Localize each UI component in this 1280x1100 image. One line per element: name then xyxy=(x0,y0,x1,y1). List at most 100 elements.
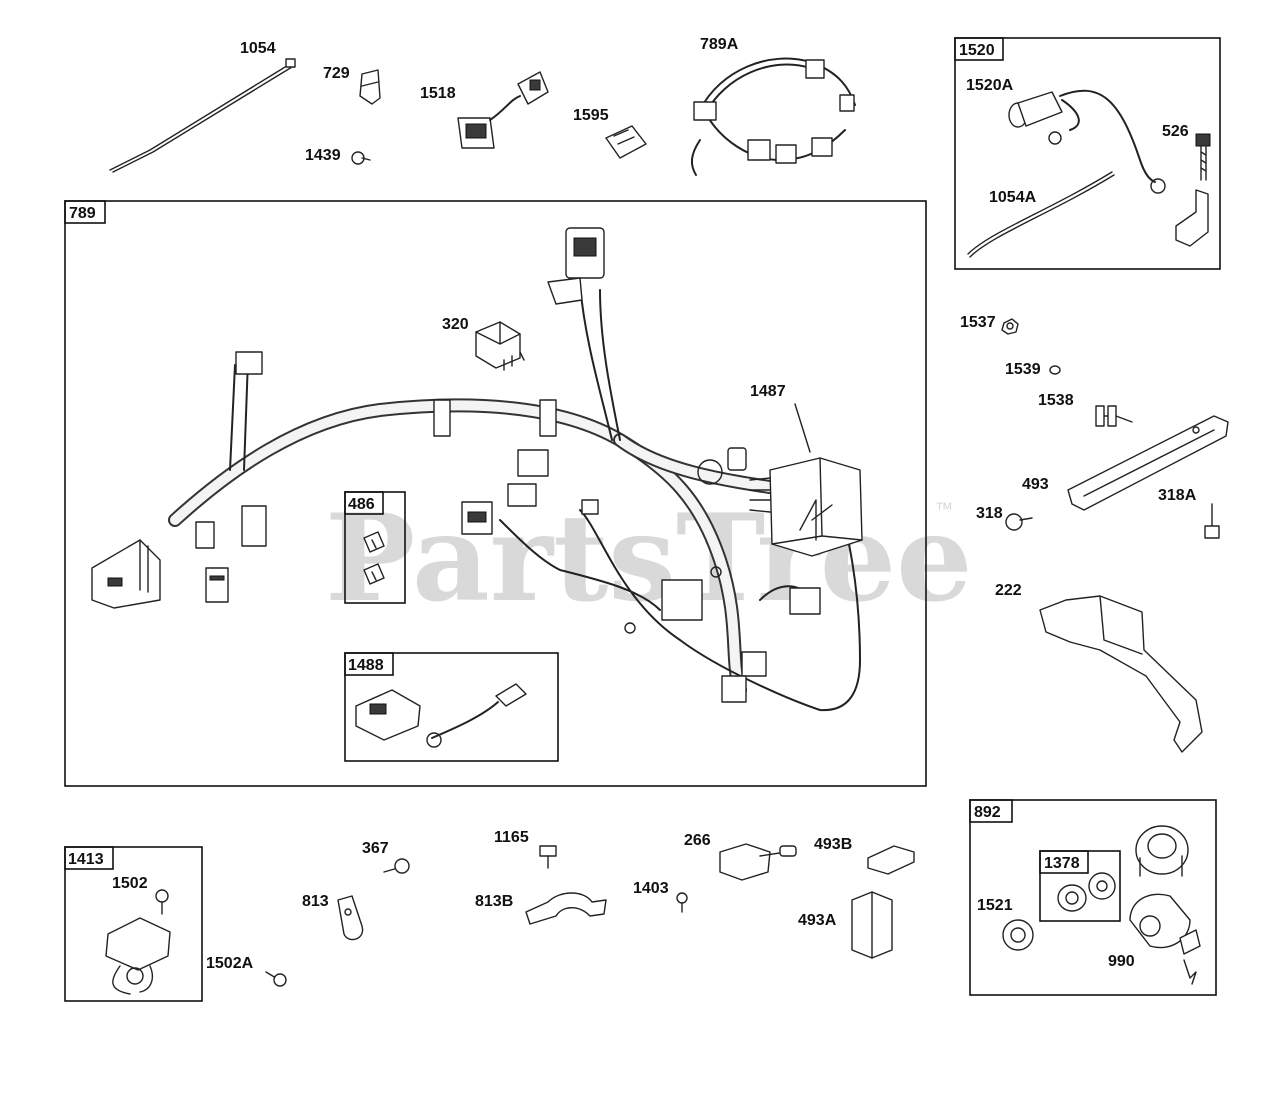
bracket-493A-icon[interactable] xyxy=(851,891,893,959)
part-label-1165[interactable]: 1165 xyxy=(494,829,529,846)
part-label-266[interactable]: 266 xyxy=(684,832,711,849)
sensor-1520A-icon[interactable] xyxy=(1008,89,1166,194)
box-892-label[interactable]: 892 xyxy=(974,804,1001,821)
fuses-486-icon[interactable] xyxy=(363,531,385,585)
part-label-367[interactable]: 367 xyxy=(362,840,389,857)
key-990-icon[interactable] xyxy=(1129,893,1201,985)
part-label-1439[interactable]: 1439 xyxy=(305,147,341,164)
connector-large-left-icon[interactable] xyxy=(91,539,161,609)
screw-367-icon[interactable] xyxy=(383,858,410,874)
box-1378-tab xyxy=(1039,850,1089,874)
part-label-1521[interactable]: 1521 xyxy=(977,897,1013,914)
connector-center-mid-icon[interactable] xyxy=(507,483,537,507)
part-label-318A[interactable]: 318A xyxy=(1158,487,1197,504)
connector-1488-icon[interactable] xyxy=(355,689,421,741)
part-label-222[interactable]: 222 xyxy=(995,582,1022,599)
connector-clip-left-icon[interactable] xyxy=(195,521,215,549)
connector-small-fuse-icon[interactable] xyxy=(581,499,599,515)
connector-bottom-icon[interactable] xyxy=(721,675,747,703)
part-label-1539[interactable]: 1539 xyxy=(1005,361,1041,378)
ignition-switch-icon[interactable] xyxy=(1135,825,1189,877)
box-1488-label[interactable]: 1488 xyxy=(348,657,384,674)
part-label-1595[interactable]: 1595 xyxy=(573,107,609,124)
connector-center-left-detail-icon xyxy=(467,511,487,523)
part-label-493A[interactable]: 493A xyxy=(798,912,837,929)
part-label-1502A[interactable]: 1502A xyxy=(206,955,254,972)
clamp-813-icon[interactable] xyxy=(337,895,364,941)
part-label-493B[interactable]: 493B xyxy=(814,836,852,853)
washer-1539-icon[interactable] xyxy=(1049,365,1061,375)
connector-relay-socket-icon[interactable] xyxy=(241,505,267,547)
connector-top-left-icon[interactable] xyxy=(235,351,263,375)
connector-1518-icon[interactable] xyxy=(457,71,549,149)
box-1520-label[interactable]: 1520 xyxy=(959,42,995,59)
screw-1403-icon[interactable] xyxy=(676,892,688,913)
part-label-1403[interactable]: 1403 xyxy=(633,880,669,897)
part-label-1487[interactable]: 1487 xyxy=(750,383,786,400)
connector-lower-icon[interactable] xyxy=(741,651,767,677)
connector-harness-block-icon[interactable] xyxy=(661,579,703,621)
clip-729-icon[interactable] xyxy=(359,69,381,105)
nut-1537-icon[interactable] xyxy=(1001,318,1019,335)
box-1520-frame xyxy=(954,37,1221,270)
part-label-1518[interactable]: 1518 xyxy=(420,85,456,102)
box-789-label[interactable]: 789 xyxy=(69,205,96,222)
harness-789A-icon[interactable] xyxy=(690,57,856,176)
connector-1595-icon[interactable] xyxy=(605,125,647,159)
box-1520-tab xyxy=(954,37,1004,61)
screw-318-icon[interactable] xyxy=(1005,513,1033,531)
part-label-789A[interactable]: 789A xyxy=(700,36,739,53)
box-789-tab xyxy=(64,200,106,224)
nut-washer-1378-icon[interactable] xyxy=(1057,872,1116,912)
cable-tie-1054A-icon[interactable] xyxy=(967,171,1115,258)
main-harness-789-icon[interactable] xyxy=(168,284,862,712)
bolt-318A-icon[interactable] xyxy=(1204,503,1220,539)
ring-terminal-2-icon xyxy=(710,566,722,578)
relay-320-icon[interactable] xyxy=(475,321,525,371)
part-label-729[interactable]: 729 xyxy=(323,65,350,82)
part-label-813[interactable]: 813 xyxy=(302,893,329,910)
box-1413-frame xyxy=(64,846,203,1002)
part-label-1054[interactable]: 1054 xyxy=(240,40,276,57)
box-789-frame xyxy=(64,200,927,787)
bearing-1521-icon[interactable] xyxy=(1002,919,1034,951)
throttle-266-icon[interactable] xyxy=(719,843,797,881)
bolt-1165-icon[interactable] xyxy=(539,845,557,869)
screw-1502A-icon[interactable] xyxy=(265,971,287,987)
connector-top-center-icon[interactable] xyxy=(547,227,605,305)
part-label-990[interactable]: 990 xyxy=(1108,953,1135,970)
connector-center-upper-icon[interactable] xyxy=(517,449,549,477)
part-label-526[interactable]: 526 xyxy=(1162,123,1189,140)
box-1488-tab xyxy=(344,652,394,676)
module-1487-icon[interactable] xyxy=(697,447,863,557)
part-label-320[interactable]: 320 xyxy=(442,316,469,333)
switch-1413-icon[interactable] xyxy=(105,917,171,995)
grommet-1538-icon[interactable] xyxy=(1095,405,1133,427)
bracket-493-icon[interactable] xyxy=(1067,415,1229,511)
connector-right-plug-icon[interactable] xyxy=(789,587,821,615)
part-label-1537[interactable]: 1537 xyxy=(960,314,996,331)
connector-plug-left-icon[interactable] xyxy=(205,567,229,603)
clamp-813B-icon[interactable] xyxy=(525,892,607,925)
box-486-label[interactable]: 486 xyxy=(348,496,375,513)
bracket-493B-icon[interactable] xyxy=(867,845,915,875)
screw-1502-icon[interactable] xyxy=(155,889,169,915)
part-label-1502[interactable]: 1502 xyxy=(112,875,148,892)
cable-tie-1054-icon[interactable] xyxy=(109,58,296,173)
part-label-1520A[interactable]: 1520A xyxy=(966,77,1014,94)
watermark-trademark: ™ xyxy=(935,499,953,519)
bolt-526-icon[interactable] xyxy=(1195,133,1211,181)
box-1413-label[interactable]: 1413 xyxy=(68,851,104,868)
bracket-1520-icon[interactable] xyxy=(1175,189,1209,247)
lead-1488-icon[interactable] xyxy=(426,683,527,748)
part-label-1538[interactable]: 1538 xyxy=(1038,392,1074,409)
part-label-318[interactable]: 318 xyxy=(976,505,1003,522)
part-label-813B[interactable]: 813B xyxy=(475,893,513,910)
bracket-222-icon[interactable] xyxy=(1039,595,1203,753)
part-label-1054A[interactable]: 1054A xyxy=(989,189,1037,206)
part-label-493[interactable]: 493 xyxy=(1022,476,1049,493)
box-1378-label[interactable]: 1378 xyxy=(1044,855,1080,872)
leader-1487 xyxy=(794,403,811,453)
screw-1439-icon[interactable] xyxy=(351,151,371,165)
